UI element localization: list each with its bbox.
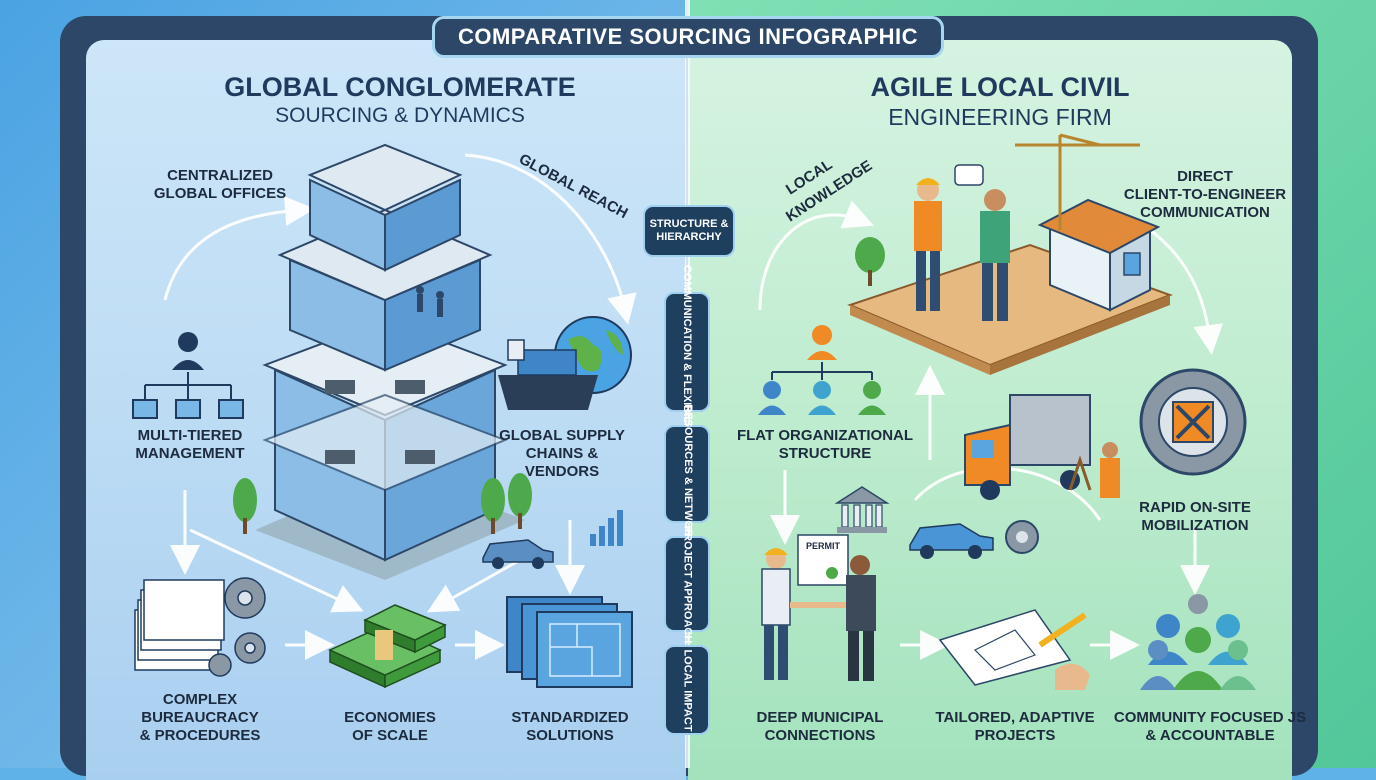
left-subtitle: SOURCING & DYNAMICS <box>275 104 525 127</box>
car-blue-icon <box>909 523 994 559</box>
blueprint-icon <box>506 596 633 688</box>
right-title: AGILE LOCAL CIVIL <box>870 72 1130 102</box>
construction-site-illustration <box>847 133 1173 375</box>
flat-org-icon <box>758 325 886 415</box>
community-group-icon <box>1140 594 1256 690</box>
permit-text: PERMIT <box>806 541 841 551</box>
bar-chart-icon <box>590 510 623 546</box>
pill-communication: COMMUNICATION & FLEXIBILITY <box>664 264 710 440</box>
infographic-title: COMPARATIVE SOURCING INFOGRAPHIC <box>432 16 944 58</box>
permit-handshake-icon: PERMIT <box>761 534 876 681</box>
right-subtitle: ENGINEERING FIRM <box>888 104 1112 130</box>
pill-local: LOCAL IMPACT <box>664 645 710 735</box>
pill-structure: STRUCTURE & HIERARCHY <box>643 205 735 257</box>
label-community: COMMUNITY FOCUSED JS& ACCOUNTABLE <box>1113 709 1307 744</box>
gear-tools-icon <box>1139 368 1247 476</box>
org-chart-icon <box>132 332 244 419</box>
town-hall-icon <box>834 486 890 533</box>
skyscraper-illustration <box>233 143 532 580</box>
small-gear-icon <box>1005 520 1039 554</box>
pill-resources: RESOURCES & NETWORK <box>664 404 710 544</box>
left-title: GLOBAL CONGLOMERATE <box>224 72 576 102</box>
money-stack-icon <box>328 604 447 689</box>
paperwork-gears-icon <box>134 577 266 677</box>
pill-project: PROJECT APPROACH <box>664 525 710 643</box>
globe-ship-icon <box>498 316 632 410</box>
car-icon <box>482 539 554 569</box>
plans-pencil-icon <box>938 609 1090 690</box>
truck-icon <box>964 394 1120 500</box>
